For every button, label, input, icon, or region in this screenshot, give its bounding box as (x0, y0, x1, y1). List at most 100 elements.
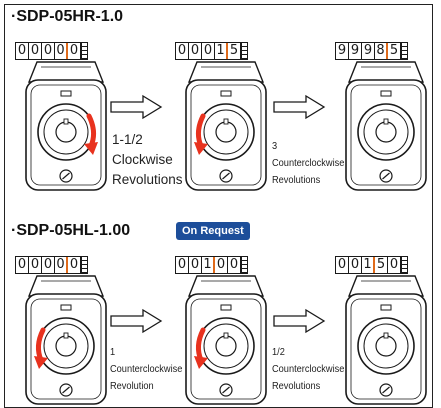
device-inner-outline (190, 84, 262, 186)
device-1-1 (25, 61, 107, 191)
caption-2-1-unit: Revolution (110, 380, 154, 392)
screw-slot (382, 386, 390, 394)
counter-digit: 0 (228, 257, 241, 273)
device-slot (380, 304, 392, 311)
caption-1-1-direction: Clockwise (112, 152, 173, 167)
counter-digit: 0 (55, 43, 68, 59)
screw-slot (222, 172, 230, 180)
device-inner-outline (30, 298, 102, 400)
screw-slot (62, 386, 70, 394)
step-arrow-2-2 (273, 308, 326, 334)
caption-1-2: 3 Counterclockwise Revolutions (272, 138, 354, 189)
dial-hole (375, 335, 397, 357)
counter-digit: 0 (215, 257, 228, 273)
rotation-arrow-head (34, 356, 48, 369)
rotation-arrow-head (194, 356, 208, 369)
caption-2-1-direction: Counterclockwise (110, 363, 183, 375)
caption-2-2-unit: Revolutions (272, 380, 321, 392)
arrow-right-icon (273, 94, 326, 120)
counter-digit: 0 (176, 43, 189, 59)
device-2-2 (185, 275, 267, 405)
counter-digit: 0 (189, 257, 202, 273)
device-1-2 (185, 61, 267, 191)
device-inner-outline (350, 298, 422, 400)
device-slot (220, 304, 232, 311)
caption-2-1-amount: 1 (110, 346, 116, 358)
dial-key (383, 332, 389, 339)
arrow-right-icon (110, 94, 163, 120)
counter-digit: 0 (202, 43, 215, 59)
counter-digit: 9 (362, 43, 375, 59)
counter-digit: 0 (68, 257, 81, 273)
counter-digit: 5 (375, 257, 388, 273)
caption-1-1-unit: Revolutions (112, 172, 183, 187)
counter-end-ticks (241, 43, 247, 59)
device-top (347, 275, 425, 297)
counter-digit: 0 (29, 43, 42, 59)
dial-hole (215, 121, 237, 143)
dial-hole (55, 335, 77, 357)
counter-digit: 0 (29, 257, 42, 273)
counter-digit: 0 (42, 257, 55, 273)
counter-digit: 0 (336, 257, 349, 273)
counter-end-ticks (81, 43, 87, 59)
counter-digit: 9 (349, 43, 362, 59)
caption-2-2: 1/2 Counterclockwise Revolutions (272, 344, 354, 395)
device-top (27, 61, 105, 83)
device-inner-outline (190, 298, 262, 400)
counter-end-ticks (81, 257, 87, 273)
counter-digit: 0 (16, 257, 29, 273)
counter-digit: 0 (189, 43, 202, 59)
step-arrow-1-1 (110, 94, 163, 120)
caption-1-2-amount: 3 (272, 140, 278, 152)
counter-digit: 0 (176, 257, 189, 273)
caption-2-2-amount: 1/2 (272, 346, 285, 358)
device-top (187, 275, 265, 297)
device-top (187, 61, 265, 83)
dial-hole (215, 335, 237, 357)
counter-end-ticks (241, 257, 247, 273)
counter-digit: 5 (388, 43, 401, 59)
on-request-badge: On Request (176, 222, 250, 240)
counter-digit: 1 (362, 257, 375, 273)
screw-slot (62, 172, 70, 180)
device-2-1 (25, 275, 107, 405)
counter-digit: 1 (202, 257, 215, 273)
device-slot (380, 90, 392, 97)
device-2-3 (345, 275, 427, 405)
section2-heading: ·SDP-05HL-1.00 (11, 222, 131, 239)
step-arrow-1-2 (273, 94, 326, 120)
dial-key (63, 332, 69, 339)
dial-key (63, 118, 69, 125)
device-top (347, 61, 425, 83)
dial-key (223, 118, 229, 125)
dial-key (223, 332, 229, 339)
caption-2-1: 1 Counterclockwise Revolution (110, 344, 192, 395)
caption-1-1: 1-1/2 Clockwise Revolutions (112, 130, 183, 190)
rotation-arrow-head (194, 142, 208, 155)
device-inner-outline (30, 84, 102, 186)
counter-digit: 5 (228, 43, 241, 59)
screw-slot (222, 386, 230, 394)
counter-digit: 8 (375, 43, 388, 59)
counter-digit: 0 (68, 43, 81, 59)
counter-digit: 0 (16, 43, 29, 59)
counter-digit: 0 (55, 257, 68, 273)
device-inner-outline (350, 84, 422, 186)
device-1-3 (345, 61, 427, 191)
dial-hole (55, 121, 77, 143)
counter-digit: 0 (388, 257, 401, 273)
device-slot (220, 90, 232, 97)
counter-digit: 0 (349, 257, 362, 273)
counter-digit: 9 (336, 43, 349, 59)
rotation-arrow-head (84, 142, 98, 155)
counter-end-ticks (401, 43, 407, 59)
device-top (27, 275, 105, 297)
counter-digit: 0 (42, 43, 55, 59)
section1-heading: ·SDP-05HR-1.0 (11, 8, 124, 25)
device-slot (60, 90, 72, 97)
